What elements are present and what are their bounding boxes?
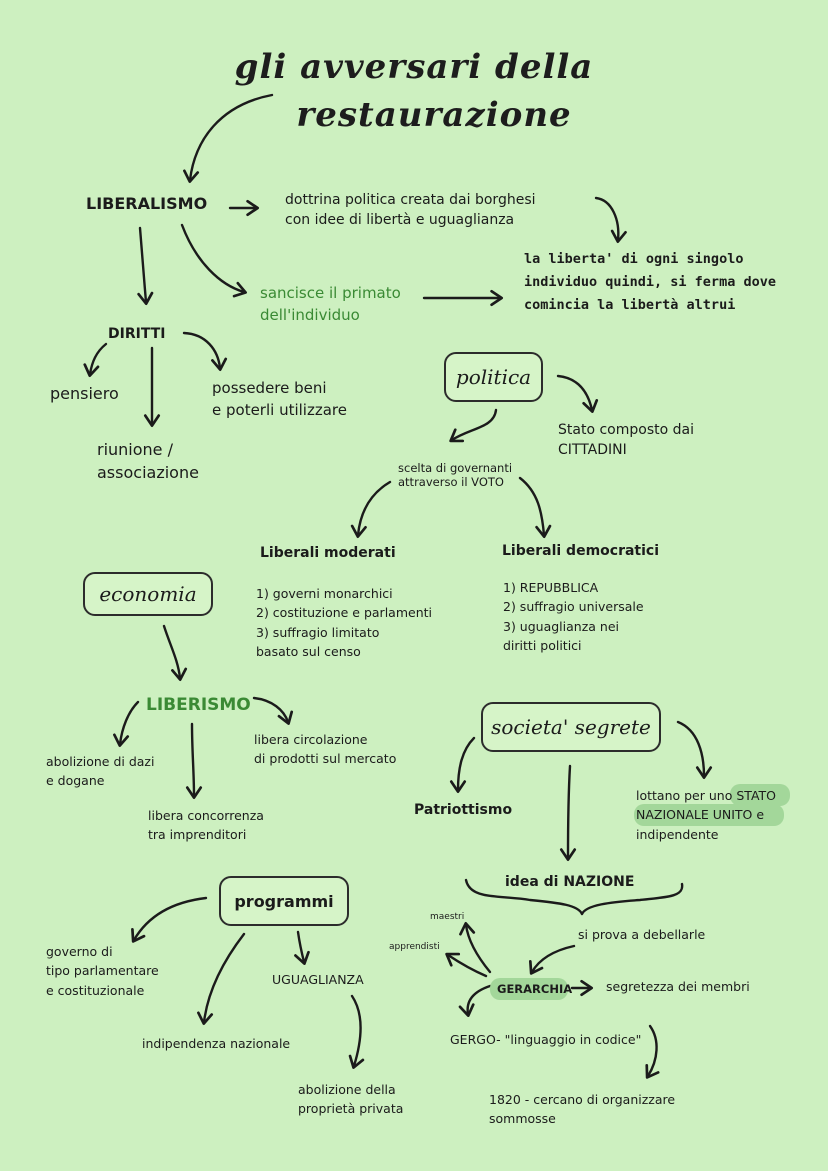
arrow-liberismo-concorrenza [185,722,203,800]
programmi-abolizione: abolizione della proprietà privata [298,1082,404,1117]
liberalismo-label: LIBERALISMO [86,194,208,213]
societa-box: societa' segrete [481,702,661,752]
programmi-indipendenza: indipendenza nazionale [142,1036,291,1051]
idea-nazione: idea di NAZIONE [505,874,635,890]
arrow-def-liberta [594,196,627,244]
stato-highlight [730,784,790,806]
politica-box: politica [444,352,543,402]
societa-gergo: GERGO- "linguaggio in codice" [450,1032,642,1047]
liberalismo-definition: dottrina politica creata dai borghesi co… [285,192,536,229]
title-line-2: restaurazione [296,95,572,135]
societa-apprendisti: apprendisti [389,942,440,952]
arrow-diritti-pensiero [83,342,108,378]
arrow-uguaglianza-abolizione [348,994,365,1069]
economia-concorrenza: libera concorrenza tra imprenditori [148,808,264,843]
arrow-societa-lottano [676,720,713,780]
economia-dazi: abolizione di dazi e dogane [46,754,155,789]
arrow-liberismo-dazi [113,700,140,748]
nazionale-highlight [634,804,784,826]
arrow-lib-primato [180,223,247,298]
liberta-text: la liberta' di ogni singolo individuo qu… [524,251,776,313]
societa-lottano: lottano per uno STATO NAZIONALE UNITO e in… [636,786,776,844]
arrow-gerarchia-maestri [459,921,492,974]
democratici-points: 1) REPUBBLICA 2) suffragio universale 3)… [503,580,644,654]
diritti-riunione: riunione / associazione [97,440,199,483]
primato-text: sancisce il primato dell'individuo [260,284,401,324]
arrow-gergo-anno [645,1024,660,1079]
title-line-1: gli avversari della [234,47,594,87]
stato-text: STATO [736,788,776,803]
lottano-text: lottano per uno [636,788,737,803]
societa-patriottismo: Patriottismo [414,802,513,818]
arrow-scelta-moderati [350,480,392,539]
programmi-box: programmi [219,876,349,926]
diritti-label: DIRITTI [108,326,166,342]
diritti-pensiero: pensiero [50,384,119,403]
indipendente-text: indipendente [636,826,719,842]
arrow-societa-nazione [559,764,577,862]
diritti-beni: possedere beni e poterli utilizzare [212,379,347,419]
liberismo-label: LIBERISMO [146,695,251,715]
arrow-programmi-uguaglianza [294,930,310,965]
gerarchia-highlight [490,978,568,1000]
nazionale-unito-text: NAZIONALE UNITO [636,807,753,823]
economia-box: economia [83,572,213,616]
societa-segretezza: segretezza dei membri [606,979,750,994]
arrow-gerarchia-apprendisti [445,952,488,978]
programmi-uguaglianza: UGUAGLIANZA [272,972,364,987]
arrow-societa-patriottismo [449,736,476,794]
arrow-economia-liberismo [162,624,188,682]
societa-debellarle: si prova a debellarle [578,927,706,942]
brace-idea-nazione [464,878,684,916]
arrow-programmi-indipendenza [197,932,246,1026]
moderati-points: 1) governi monarchici 2) costituzione e … [256,586,432,660]
societa-gerarchia: GERARCHIA [497,982,573,996]
lottano-e-text: e [752,807,765,823]
societa-anno: 1820 - cercano di organizzare sommosse [489,1092,676,1127]
programmi-governo: governo di tipo parlamentare e costituzi… [46,944,159,998]
arrow-debellarle-gerarchia [528,944,576,975]
arrow-politica-scelta [449,408,498,443]
arrow-scelta-democratici [518,476,552,539]
societa-maestri: maestri [430,912,465,922]
arrow-diritti-beni [182,331,228,372]
arrow-gerarchia-gergo [458,984,492,1018]
democratici-label: Liberali democratici [502,543,660,559]
arrow-lib-diritti [137,226,154,306]
arrow-liberismo-circolazione [252,696,294,725]
moderati-label: Liberali moderati [260,545,396,561]
politica-scelta: scelta di governanti attraverso il VOTO [398,461,513,489]
arrow-politica-stato [556,374,599,413]
arrow-title-liberalismo [183,93,274,184]
economia-circolazione: libera circolazione di prodotti sul merc… [254,732,397,767]
arrow-programmi-governo [131,896,208,943]
politica-stato: Stato composto dai CITTADINI [558,422,694,459]
